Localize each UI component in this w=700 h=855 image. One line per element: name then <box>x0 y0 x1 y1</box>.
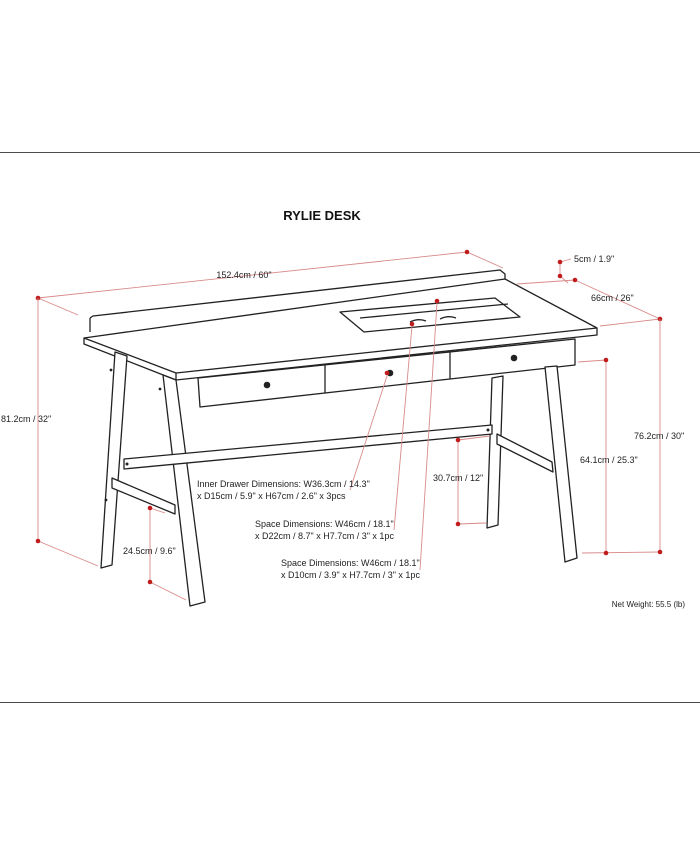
back-stretcher <box>123 424 493 470</box>
dimension-lines <box>35 249 663 601</box>
depth-label: 66cm / 26" <box>591 293 634 303</box>
top-tray <box>339 297 521 333</box>
top-divider <box>0 152 700 153</box>
leg-front-right <box>544 365 578 563</box>
backsplash-label: 5cm / 1.9" <box>574 254 614 264</box>
leg-front-left <box>162 374 206 607</box>
space2-note-line2: x D10cm / 3.9" x H7.7cm / 3" x 1pc <box>281 570 420 580</box>
leg-spread-label: 24.5cm / 9.6" <box>123 546 176 556</box>
stretcher-height-label: 30.7cm / 12" <box>433 473 483 483</box>
inner-drawer-note-line1: Inner Drawer Dimensions: W36.3cm / 14.3" <box>197 479 370 489</box>
left-side-stretcher <box>111 477 176 515</box>
right-side-stretcher <box>496 433 554 473</box>
desk-illustration <box>83 269 598 607</box>
drawer-knob-3 <box>510 354 518 362</box>
space1-note-line1: Space Dimensions: W46cm / 18.1" <box>255 519 394 529</box>
width-label: 152.4cm / 60" <box>216 270 271 280</box>
leg-back-left <box>100 351 128 569</box>
back-height-label: 81.2cm / 32" <box>1 414 51 424</box>
table-height-label: 76.2cm / 30" <box>634 431 684 441</box>
backsplash <box>89 269 506 319</box>
bottom-divider <box>0 702 700 703</box>
leg-back-right <box>486 375 504 529</box>
space1-note-line2: x D22cm / 8.7" x H7.7cm / 3" x 1pc <box>255 531 394 541</box>
net-weight: Net Weight: 55.5 (lb) <box>612 600 686 609</box>
space2-note-line1: Space Dimensions: W46cm / 18.1" <box>281 558 420 568</box>
drawer-knob-1 <box>263 381 271 389</box>
diagram-title: RYLIE DESK <box>283 208 361 223</box>
leg-clearance-label: 64.1cm / 25.3" <box>580 455 638 465</box>
dimension-labels: 152.4cm / 60" 5cm / 1.9" 66cm / 26" 81.2… <box>1 254 685 609</box>
inner-drawer-note-line2: x D15cm / 5.9" x H67cm / 2.6" x 3pcs <box>197 491 346 501</box>
